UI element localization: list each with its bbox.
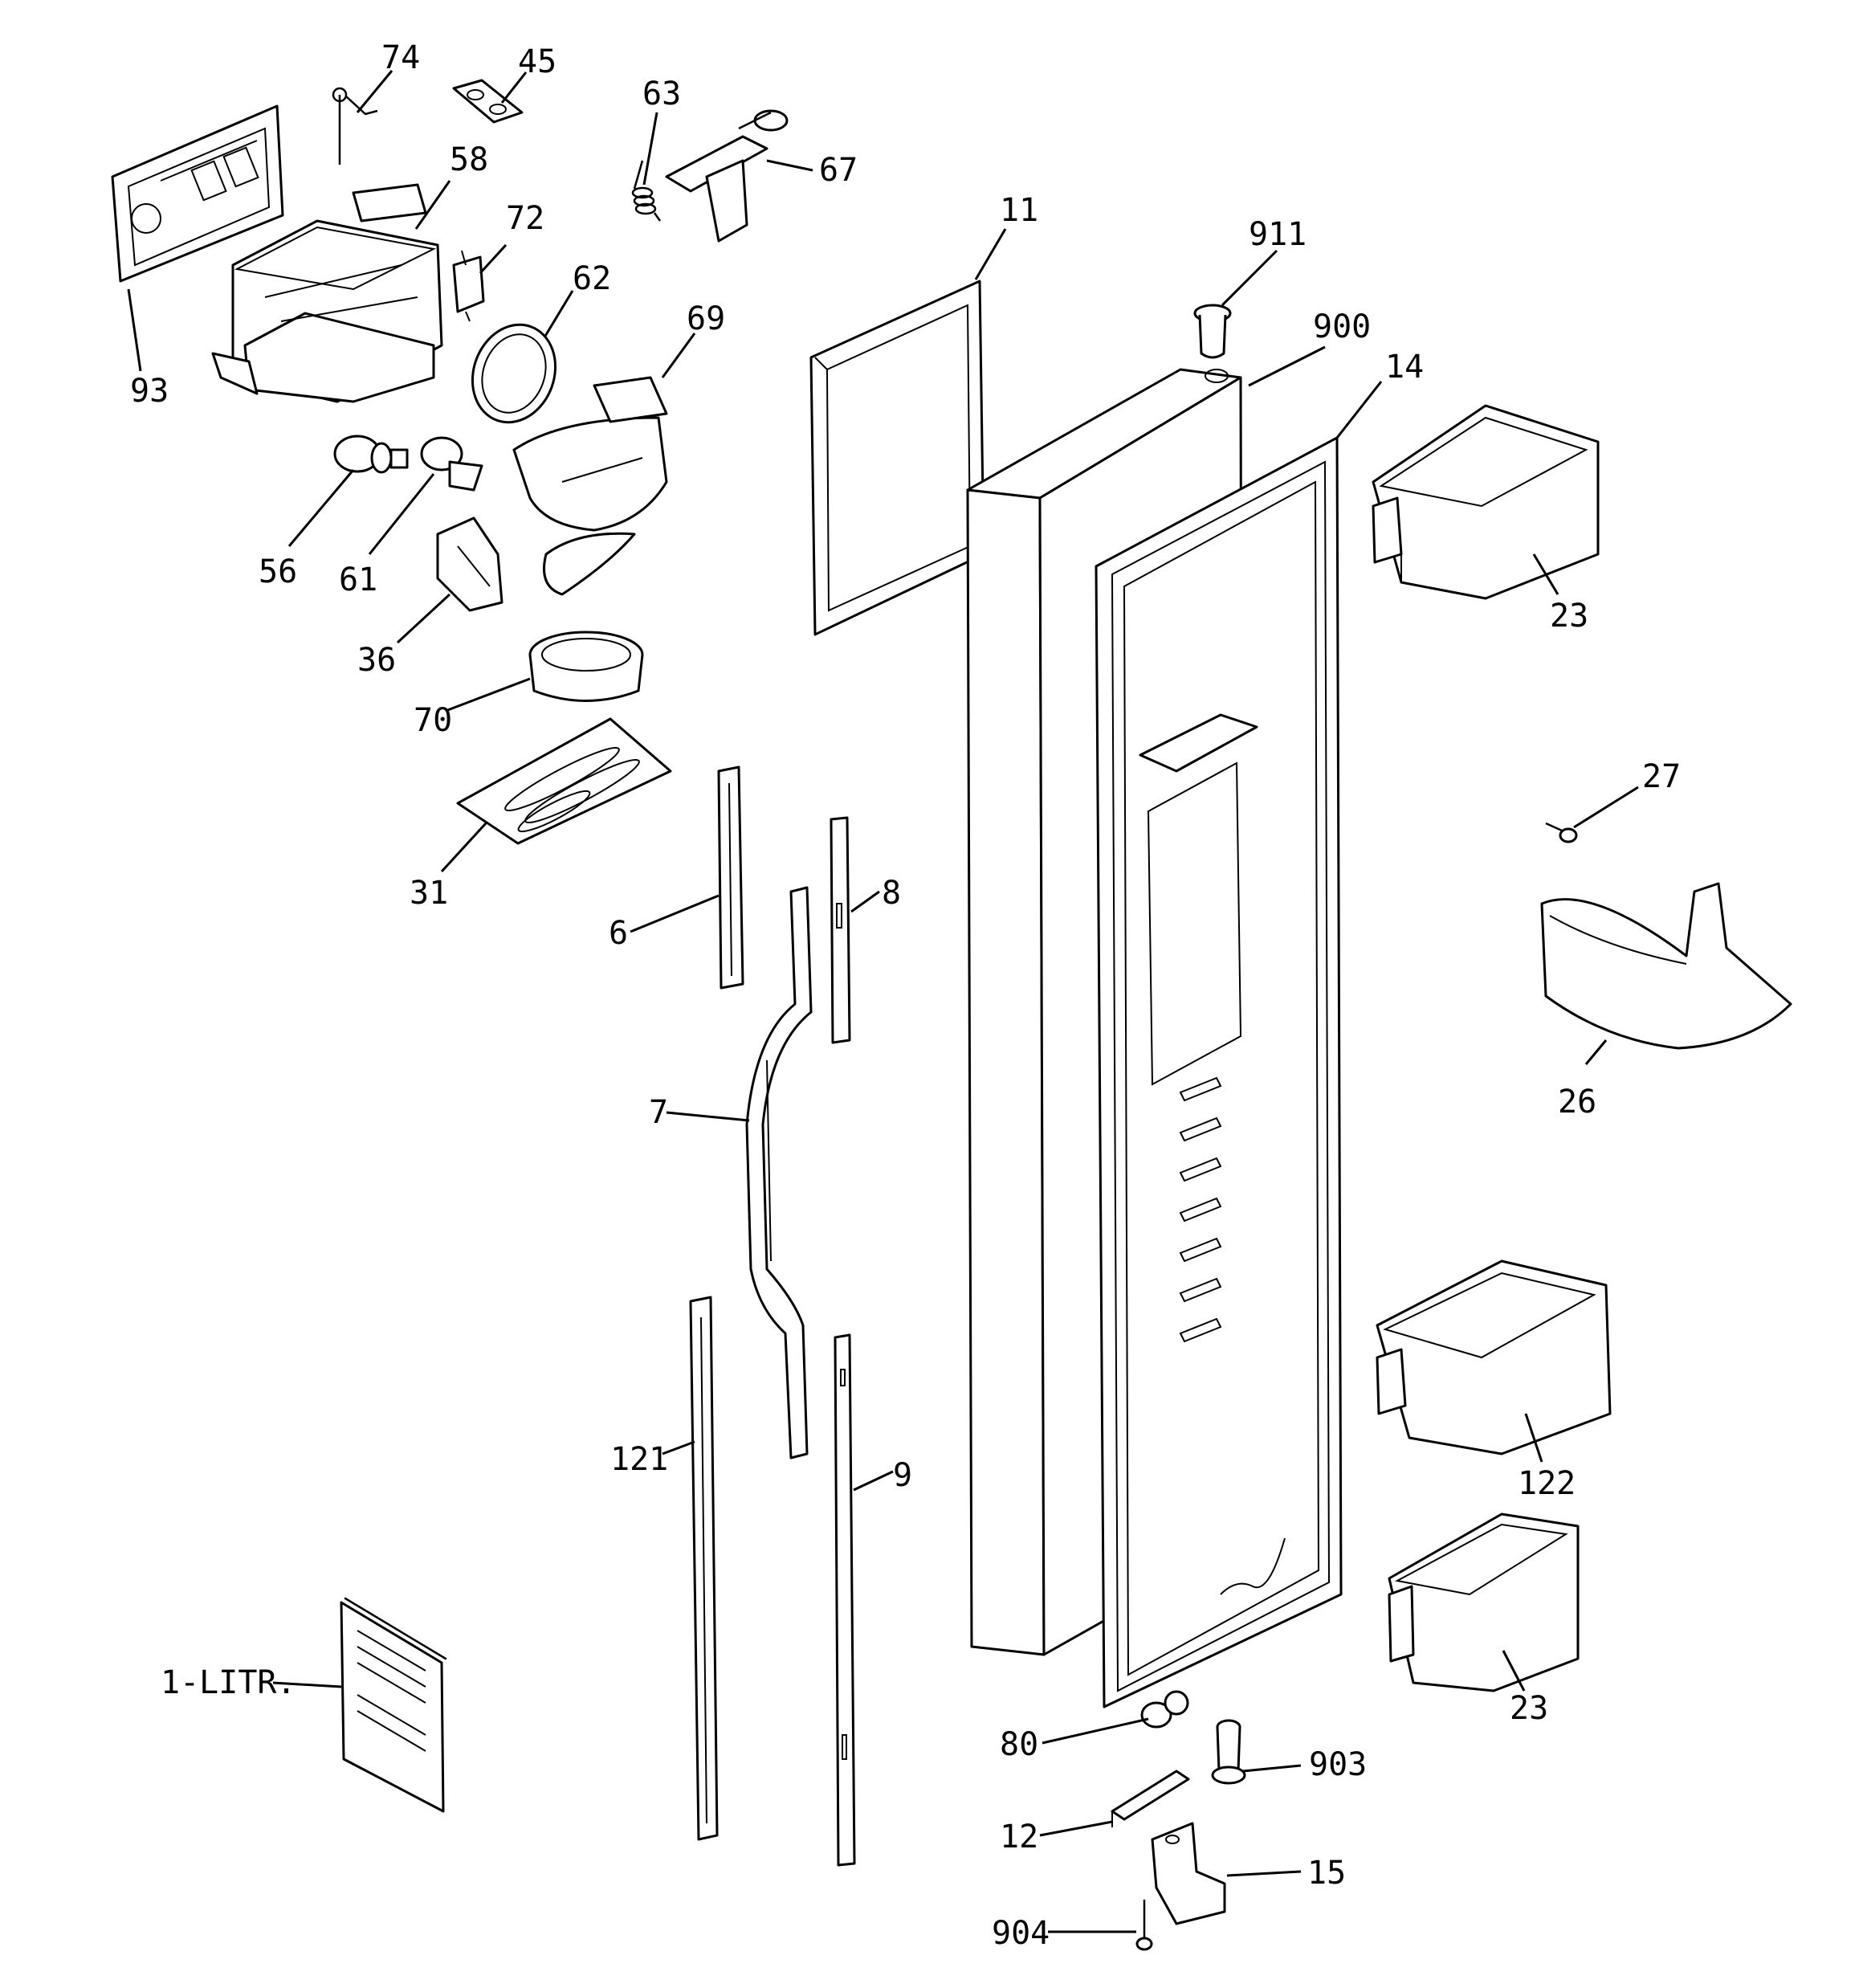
callout-67: 67 (819, 152, 858, 189)
callout-31: 31 (410, 875, 448, 912)
part-12-hinge-plate (1111, 1770, 1190, 1827)
part-903-pin (1211, 1719, 1246, 1785)
callout-904: 904 (992, 1915, 1050, 1952)
callout-70: 70 (414, 702, 452, 739)
callout-122: 122 (1518, 1465, 1576, 1502)
callout-9: 9 (893, 1457, 912, 1494)
part-26-chute (1540, 882, 1792, 1050)
callout-72: 72 (506, 200, 544, 237)
part-74-spring (332, 87, 378, 165)
callout-61: 61 (339, 561, 377, 598)
part-23-upper-door-bin (1372, 404, 1600, 600)
part-11-dispenser-frame (809, 280, 985, 636)
callout-23-lower: 23 (1510, 1690, 1548, 1727)
callout-labels: 74 45 63 67 58 72 62 93 69 56 61 36 70 3… (130, 39, 1681, 1952)
callout-121: 121 (610, 1441, 668, 1478)
part-6-trim (717, 765, 744, 990)
callout-58: 58 (450, 141, 488, 178)
callout-14: 14 (1385, 349, 1424, 386)
leader-lines (127, 70, 1639, 1933)
callout-93: 93 (130, 373, 169, 410)
callout-63: 63 (642, 76, 681, 112)
part-7-handle (745, 886, 813, 1459)
callout-26: 26 (1558, 1084, 1596, 1121)
part-8-strip (830, 816, 851, 1044)
part-67-actuator (665, 109, 789, 243)
callout-12: 12 (1000, 1819, 1038, 1855)
part-9-long-strip (834, 1333, 856, 1867)
part-23-lower-door-bin (1388, 1512, 1580, 1692)
part-14-shelf-rails (1179, 1076, 1222, 1343)
callout-27: 27 (1642, 758, 1681, 795)
part-93-control-panel (111, 104, 284, 283)
callout-8: 8 (882, 875, 901, 912)
part-62-ring (471, 323, 557, 424)
callout-900: 900 (1313, 308, 1371, 345)
part-80-bushing (1140, 1690, 1189, 1729)
callout-1-litr: 1-LITR. (161, 1664, 296, 1701)
part-63-coil-spring (631, 160, 662, 222)
callout-80: 80 (1000, 1726, 1038, 1763)
part-36-bracket (436, 516, 503, 612)
part-45-bracket (452, 79, 524, 124)
callout-69: 69 (687, 300, 725, 337)
part-31-drip-tray (456, 717, 672, 845)
callout-911: 911 (1249, 216, 1307, 253)
part-56-fitting (333, 435, 409, 474)
part-911-cap (1193, 304, 1232, 359)
callout-7: 7 (649, 1094, 668, 1131)
part-27-screw (1545, 822, 1578, 843)
callout-74: 74 (381, 39, 420, 76)
part-61-valve (420, 436, 483, 492)
part-69-auger-funnel (512, 376, 668, 596)
part-121-long-trim (689, 1296, 719, 1841)
part-72-switch (452, 250, 485, 322)
callout-23-upper: 23 (1550, 598, 1588, 635)
callout-36: 36 (357, 642, 396, 679)
callout-6: 6 (609, 915, 628, 952)
part-1-litr-literature (340, 1597, 447, 1813)
part-15-hinge (1151, 1822, 1226, 1925)
callout-15: 15 (1307, 1855, 1346, 1892)
callout-45: 45 (518, 43, 556, 80)
part-70-ring (528, 631, 644, 702)
callout-903: 903 (1309, 1746, 1367, 1783)
part-58-dispenser-housing (211, 183, 443, 403)
part-122-door-bin (1376, 1259, 1612, 1455)
part-904-screw (1135, 1900, 1153, 1951)
callout-56: 56 (259, 553, 297, 590)
callout-62: 62 (573, 260, 611, 297)
part-14-door-liner (1095, 436, 1343, 1708)
callout-11: 11 (1000, 192, 1038, 229)
